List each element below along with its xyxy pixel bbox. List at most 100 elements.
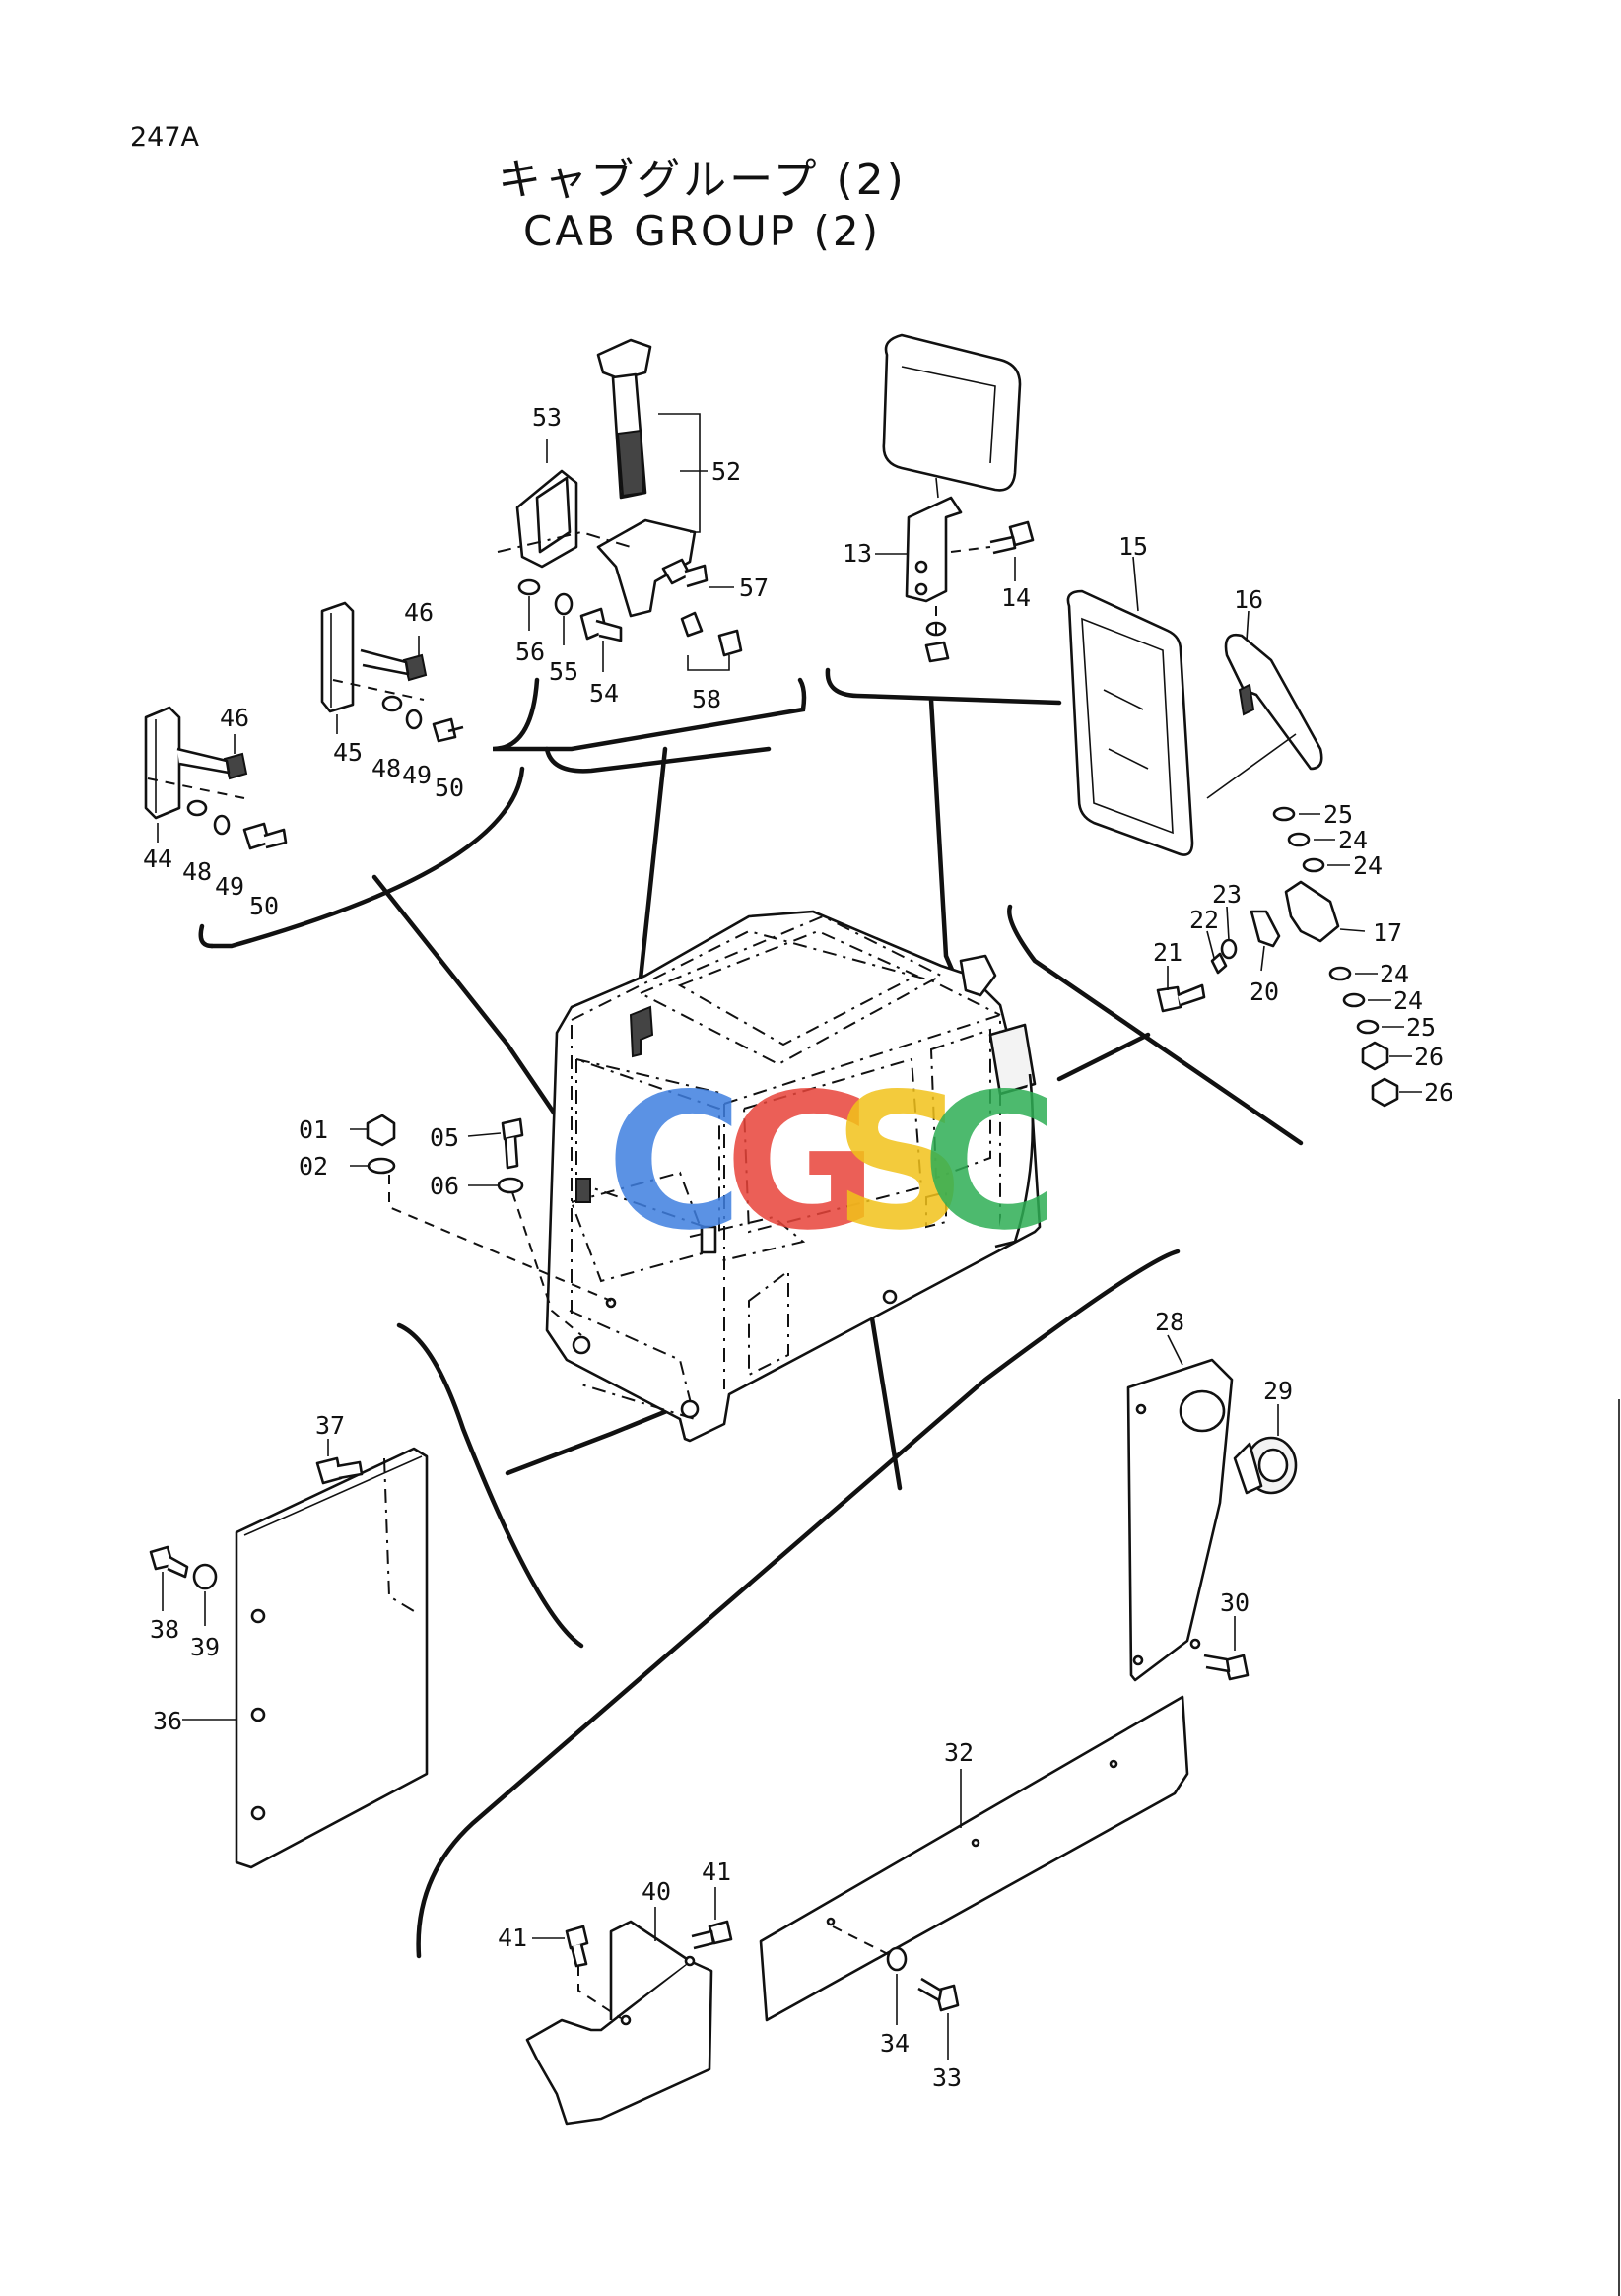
washer-part-39 <box>192 1563 218 1590</box>
bracket-right-upper <box>1007 904 1304 1146</box>
cab-step <box>689 1215 806 1262</box>
line-05 <box>467 1132 502 1137</box>
callout-labels: 01 02 05 06 13 14 15 16 17 20 21 22 23 2… <box>143 403 1453 2092</box>
line-15 <box>1132 556 1139 612</box>
nut-part-26a <box>1361 1041 1389 1071</box>
callout-39: 39 <box>190 1633 220 1661</box>
callout-49a: 49 <box>215 872 244 901</box>
step-bracket-group-parts <box>525 1887 733 2126</box>
callout-34: 34 <box>880 2029 910 2058</box>
washer-part-25a <box>1272 806 1296 822</box>
bolt-head-part-37 <box>315 1456 343 1485</box>
bolt-shank-part-38 <box>167 1555 189 1579</box>
step-bracket-hole-b <box>684 1955 696 1967</box>
bracket-left-lower <box>396 1322 584 1649</box>
callout-26a: 26 <box>1414 1043 1444 1071</box>
bolt-shank-part-57 <box>684 564 709 588</box>
watermark: C G S C <box>606 1053 1058 1271</box>
dash-05-to-cab <box>511 1191 582 1336</box>
callout-24c: 24 <box>1380 960 1409 988</box>
latch-catch-part-20 <box>1250 910 1281 948</box>
bolt-head-part-21 <box>1156 985 1182 1013</box>
callout-16: 16 <box>1234 585 1263 614</box>
seal-inner-part-29 <box>1257 1448 1289 1483</box>
parts-01-02-05-06 <box>350 1114 612 1336</box>
line-16 <box>1246 610 1250 642</box>
bolt-shank-part-50b <box>447 725 464 733</box>
callout-46a: 46 <box>220 704 249 732</box>
step-bracket-back-part-40 <box>609 1920 691 2020</box>
callout-33: 33 <box>932 2063 962 2092</box>
callout-56: 56 <box>515 638 545 666</box>
side-panel-36-edge <box>243 1455 423 1536</box>
watermark-letter-4: C <box>921 1053 1058 1271</box>
callout-01: 01 <box>299 1115 328 1144</box>
washer-part-24a <box>1287 832 1311 847</box>
latch-part-17 <box>1284 880 1340 943</box>
cab-belt-line <box>575 1058 725 1095</box>
washer-part-48b <box>381 695 403 712</box>
cab-roof-window <box>677 929 919 1047</box>
callout-38: 38 <box>150 1615 179 1644</box>
nut-part-26b <box>1371 1077 1399 1108</box>
cab-hinge-a <box>575 1178 591 1203</box>
right-panel-group-parts <box>1126 1334 1298 1682</box>
undercover-part-32 <box>759 1695 1189 2022</box>
washer-part-48a <box>186 799 208 817</box>
mirror-group-parts <box>875 333 1035 663</box>
line-20 <box>1260 945 1265 972</box>
washer-part-24c <box>1328 966 1352 981</box>
cab-latch-part <box>629 1005 654 1058</box>
washer-part-56 <box>517 578 541 596</box>
bolt-shank-part-14 <box>989 535 1017 555</box>
bolt-shank-part-41b <box>691 1929 715 1950</box>
bolt-head-part-41a <box>565 1925 589 1950</box>
callout-54: 54 <box>589 679 619 708</box>
cab-mount-hole-front <box>680 1399 700 1419</box>
leader-mirror <box>928 697 964 993</box>
bolt-shank-part-37 <box>336 1460 364 1480</box>
callout-02: 02 <box>299 1152 328 1181</box>
cab-mount-hole-right <box>882 1289 898 1305</box>
cab-assembly <box>545 910 1042 1443</box>
pin-part-23 <box>1220 938 1238 960</box>
cab-hinge-b <box>700 1225 717 1254</box>
window-glass-part-15 <box>1081 617 1174 835</box>
page-number: 247A <box>130 122 200 153</box>
dash-34 <box>832 1925 893 1957</box>
bolt-shank-part-50a <box>263 828 288 849</box>
lever-group-parts <box>497 338 743 672</box>
cab-mirror-mount <box>959 954 997 997</box>
callout-21: 21 <box>1153 938 1182 967</box>
latch-bracket-part-45 <box>320 601 355 713</box>
panel-hole-b <box>250 1707 266 1722</box>
callout-15: 15 <box>1118 532 1148 561</box>
callout-49b: 49 <box>402 761 432 789</box>
latch-bracket-part-44 <box>144 706 181 820</box>
washer-part-06 <box>497 1177 524 1194</box>
callout-55: 55 <box>549 657 578 686</box>
plate-hole-a <box>1135 1403 1147 1415</box>
callout-24a: 24 <box>1338 826 1368 854</box>
watermark-letter-3: S <box>833 1053 968 1271</box>
callout-53: 53 <box>532 403 562 432</box>
bracket-lever-group <box>544 746 772 774</box>
washer-part-25b <box>1356 1019 1380 1035</box>
cab-handrail <box>994 1073 1035 1249</box>
mirror-stem <box>935 477 939 499</box>
step-bracket-hole-a <box>620 2014 632 2026</box>
bolt-shank-part-21 <box>1177 983 1206 1007</box>
line-17 <box>1339 928 1366 932</box>
bolt-shank-part-46a <box>176 747 231 775</box>
callout-30: 30 <box>1220 1588 1250 1617</box>
cab-small-window <box>988 1023 1037 1096</box>
window-leader-lines <box>1132 556 1265 990</box>
title-english: CAB GROUP (2) <box>523 207 881 255</box>
callout-05: 05 <box>430 1123 459 1152</box>
bolt-part-58b <box>717 629 743 657</box>
callout-37: 37 <box>315 1411 345 1440</box>
callout-06: 06 <box>430 1172 459 1200</box>
callout-58: 58 <box>692 685 721 713</box>
